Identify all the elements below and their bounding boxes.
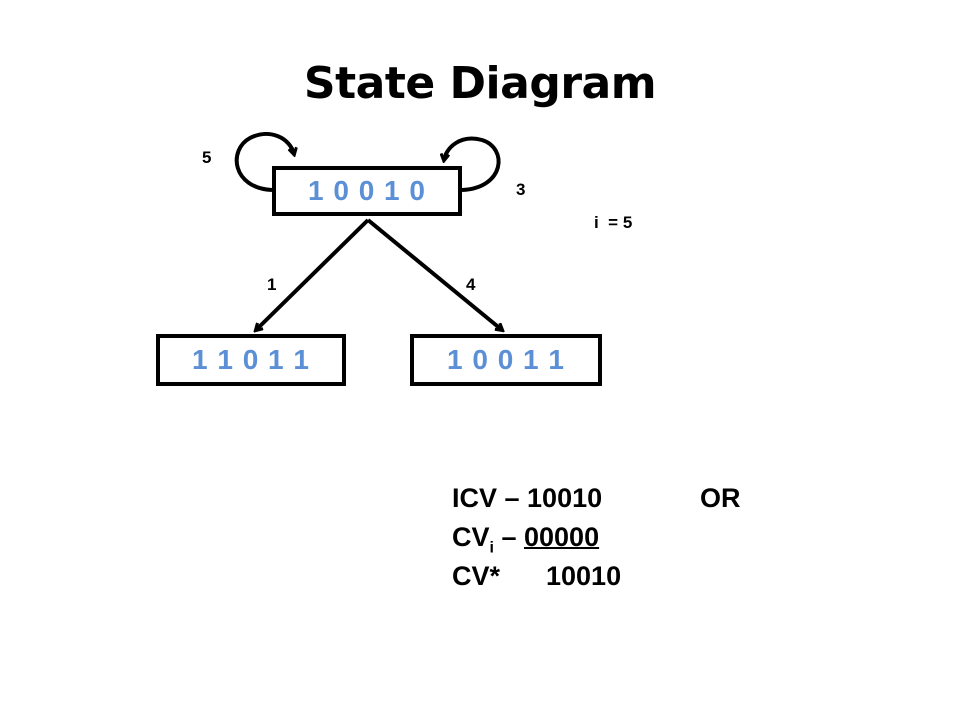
state-left: 1 1 0 1 1 [156,334,346,386]
state-right: 1 0 0 1 1 [410,334,602,386]
cvi-dash: – [493,522,524,552]
state-top: 1 0 0 1 0 [272,166,462,216]
cvi-subscript: i [489,539,494,557]
index-label: i = 5 [594,213,633,232]
computation-row-icv: ICV – 10010 [452,483,602,514]
computation-row-cvstar: CV* 10010 [452,561,621,592]
cvstar-value: 10010 [546,561,622,591]
transition-left-label: 1 [267,275,277,294]
computation-row-cvi: CVi – 00000 [452,522,599,557]
loop-right-arrow [444,136,501,192]
icv-value: 10010 [527,483,603,513]
cvstar-label: CV* [452,561,501,591]
icv-label: ICV – [452,483,528,513]
arrow-to-right-state [366,218,502,330]
loop-left-label: 5 [202,148,212,167]
arrow-to-left-state [256,218,370,330]
cvi-label: CV [452,522,490,552]
cvi-value: 00000 [524,522,600,552]
or-operator: OR [700,483,741,513]
loop-right-label: 3 [516,180,526,199]
page-title: State Diagram [303,58,657,109]
loop-left-arrow [234,132,294,192]
transition-right-label: 4 [466,275,476,294]
